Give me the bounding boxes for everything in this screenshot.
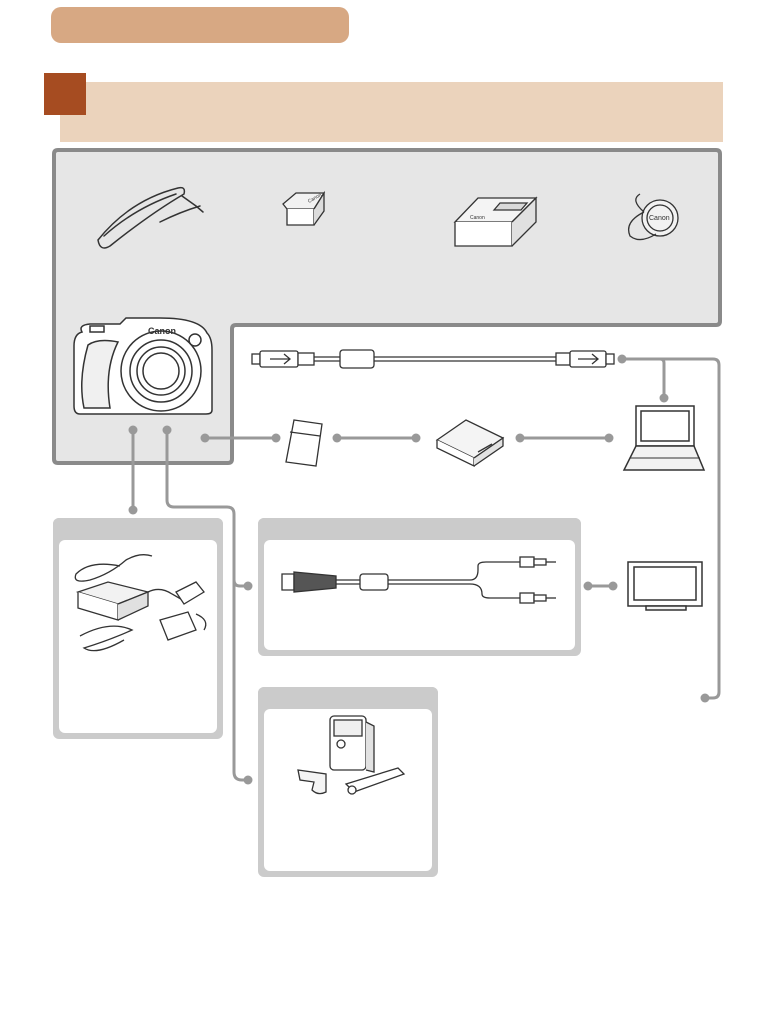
camera-logo: Canon	[148, 326, 176, 336]
charger-logo: Canon	[470, 215, 485, 221]
memory-card-icon	[285, 419, 323, 467]
laptop-icon	[622, 405, 706, 471]
camera-icon: Canon	[73, 317, 213, 415]
card-reader-icon	[435, 419, 505, 468]
flash-icon	[297, 715, 406, 795]
line-av-to-flash	[232, 580, 248, 782]
line-usb-to-laptop	[622, 357, 666, 398]
line-usb-to-right	[622, 357, 721, 700]
charger-icon: Canon	[453, 196, 538, 247]
usb-cable-icon	[251, 349, 615, 369]
section-pill	[51, 7, 349, 43]
av-panel	[258, 518, 581, 656]
connector-lines	[131, 357, 721, 782]
lens-cap-icon: Canon	[627, 193, 679, 241]
title-band	[60, 82, 723, 142]
connector-dots	[128, 354, 710, 785]
strap-icon	[97, 186, 204, 249]
included-items-frame	[52, 148, 722, 465]
lens-cap-logo: Canon	[649, 215, 670, 222]
tv-icon	[627, 561, 703, 611]
line-camera-to-av	[165, 430, 247, 588]
ac-adapter-icon	[74, 554, 207, 652]
section-marker	[44, 73, 86, 115]
battery-icon: Canon	[282, 190, 326, 226]
av-cable-icon	[281, 556, 556, 604]
